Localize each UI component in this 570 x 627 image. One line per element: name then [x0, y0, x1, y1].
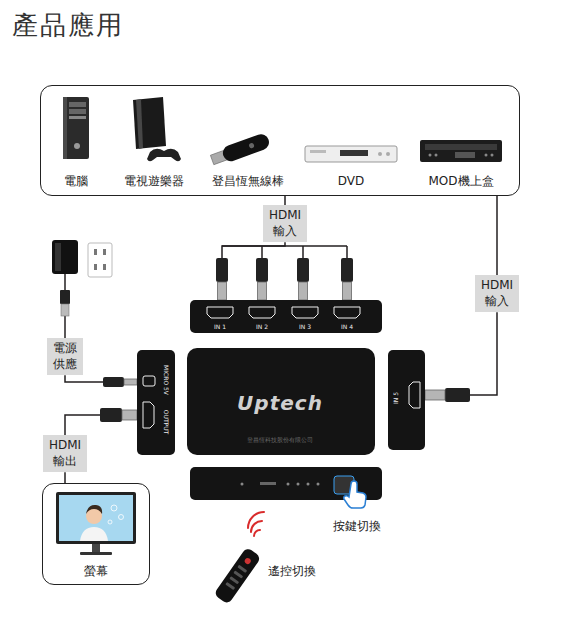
tag-text: 電源 供應	[53, 341, 77, 372]
hdmi-ports	[143, 307, 420, 428]
node-text: 電視遊樂器	[124, 175, 184, 187]
hdmi-input-tag: HDMI 輸入	[475, 275, 519, 312]
node-text: MOD機上盒	[428, 175, 493, 187]
node-text: 登昌恆科技股份有限公司	[247, 437, 313, 443]
callout-label: 遙控切換	[268, 563, 316, 580]
node-text: 登昌恆無線棒	[212, 175, 284, 187]
node-text: 電腦	[64, 175, 88, 187]
wire-connector	[64, 472, 66, 483]
tag-text: HDMI 輸出	[49, 438, 81, 469]
node-text: Uptech	[237, 393, 323, 413]
side-input-panel: IN 5	[388, 350, 425, 450]
wire-connector	[222, 242, 285, 300]
node-text: DVD	[338, 175, 364, 187]
node-text: IN 4	[341, 324, 353, 330]
node-text: IN 2	[256, 324, 268, 330]
button-panel	[190, 467, 382, 508]
dvd-player-icon	[305, 146, 397, 162]
wire-connector	[496, 196, 498, 275]
callout-label: 按鍵切換	[333, 518, 381, 535]
node-text: IN 5	[393, 392, 399, 404]
wireless-dongle-icon	[209, 132, 271, 168]
remote-control	[213, 512, 264, 605]
pc-icon	[63, 97, 89, 159]
node-text: MICRO 5V	[163, 365, 169, 395]
hdmi-output-tag: HDMI 輸出	[43, 435, 87, 472]
power-supply-tag: 電源 供應	[47, 338, 83, 375]
wire-connector	[284, 196, 286, 205]
node-text: IN 3	[299, 324, 311, 330]
input-port-panel: IN 1 IN 2 IN 3 IN 4	[190, 300, 382, 333]
page-title: 產品應用	[12, 8, 124, 43]
node-text: IN 1	[214, 324, 226, 330]
wire-connector	[425, 312, 497, 395]
node-text: 螢幕	[84, 565, 108, 577]
hdmi-input-tag: HDMI 輸入	[263, 205, 307, 242]
node-text: OUTPUT	[163, 410, 169, 434]
monitor-icon	[56, 492, 136, 555]
power-adapter	[52, 240, 112, 316]
tag-text: HDMI 輸入	[269, 208, 301, 239]
set-top-box-icon	[420, 140, 502, 162]
tag-text: HDMI 輸入	[481, 278, 513, 309]
game-console-icon	[133, 97, 181, 161]
switch-body: Uptech 登昌恆科技股份有限公司	[187, 348, 375, 455]
